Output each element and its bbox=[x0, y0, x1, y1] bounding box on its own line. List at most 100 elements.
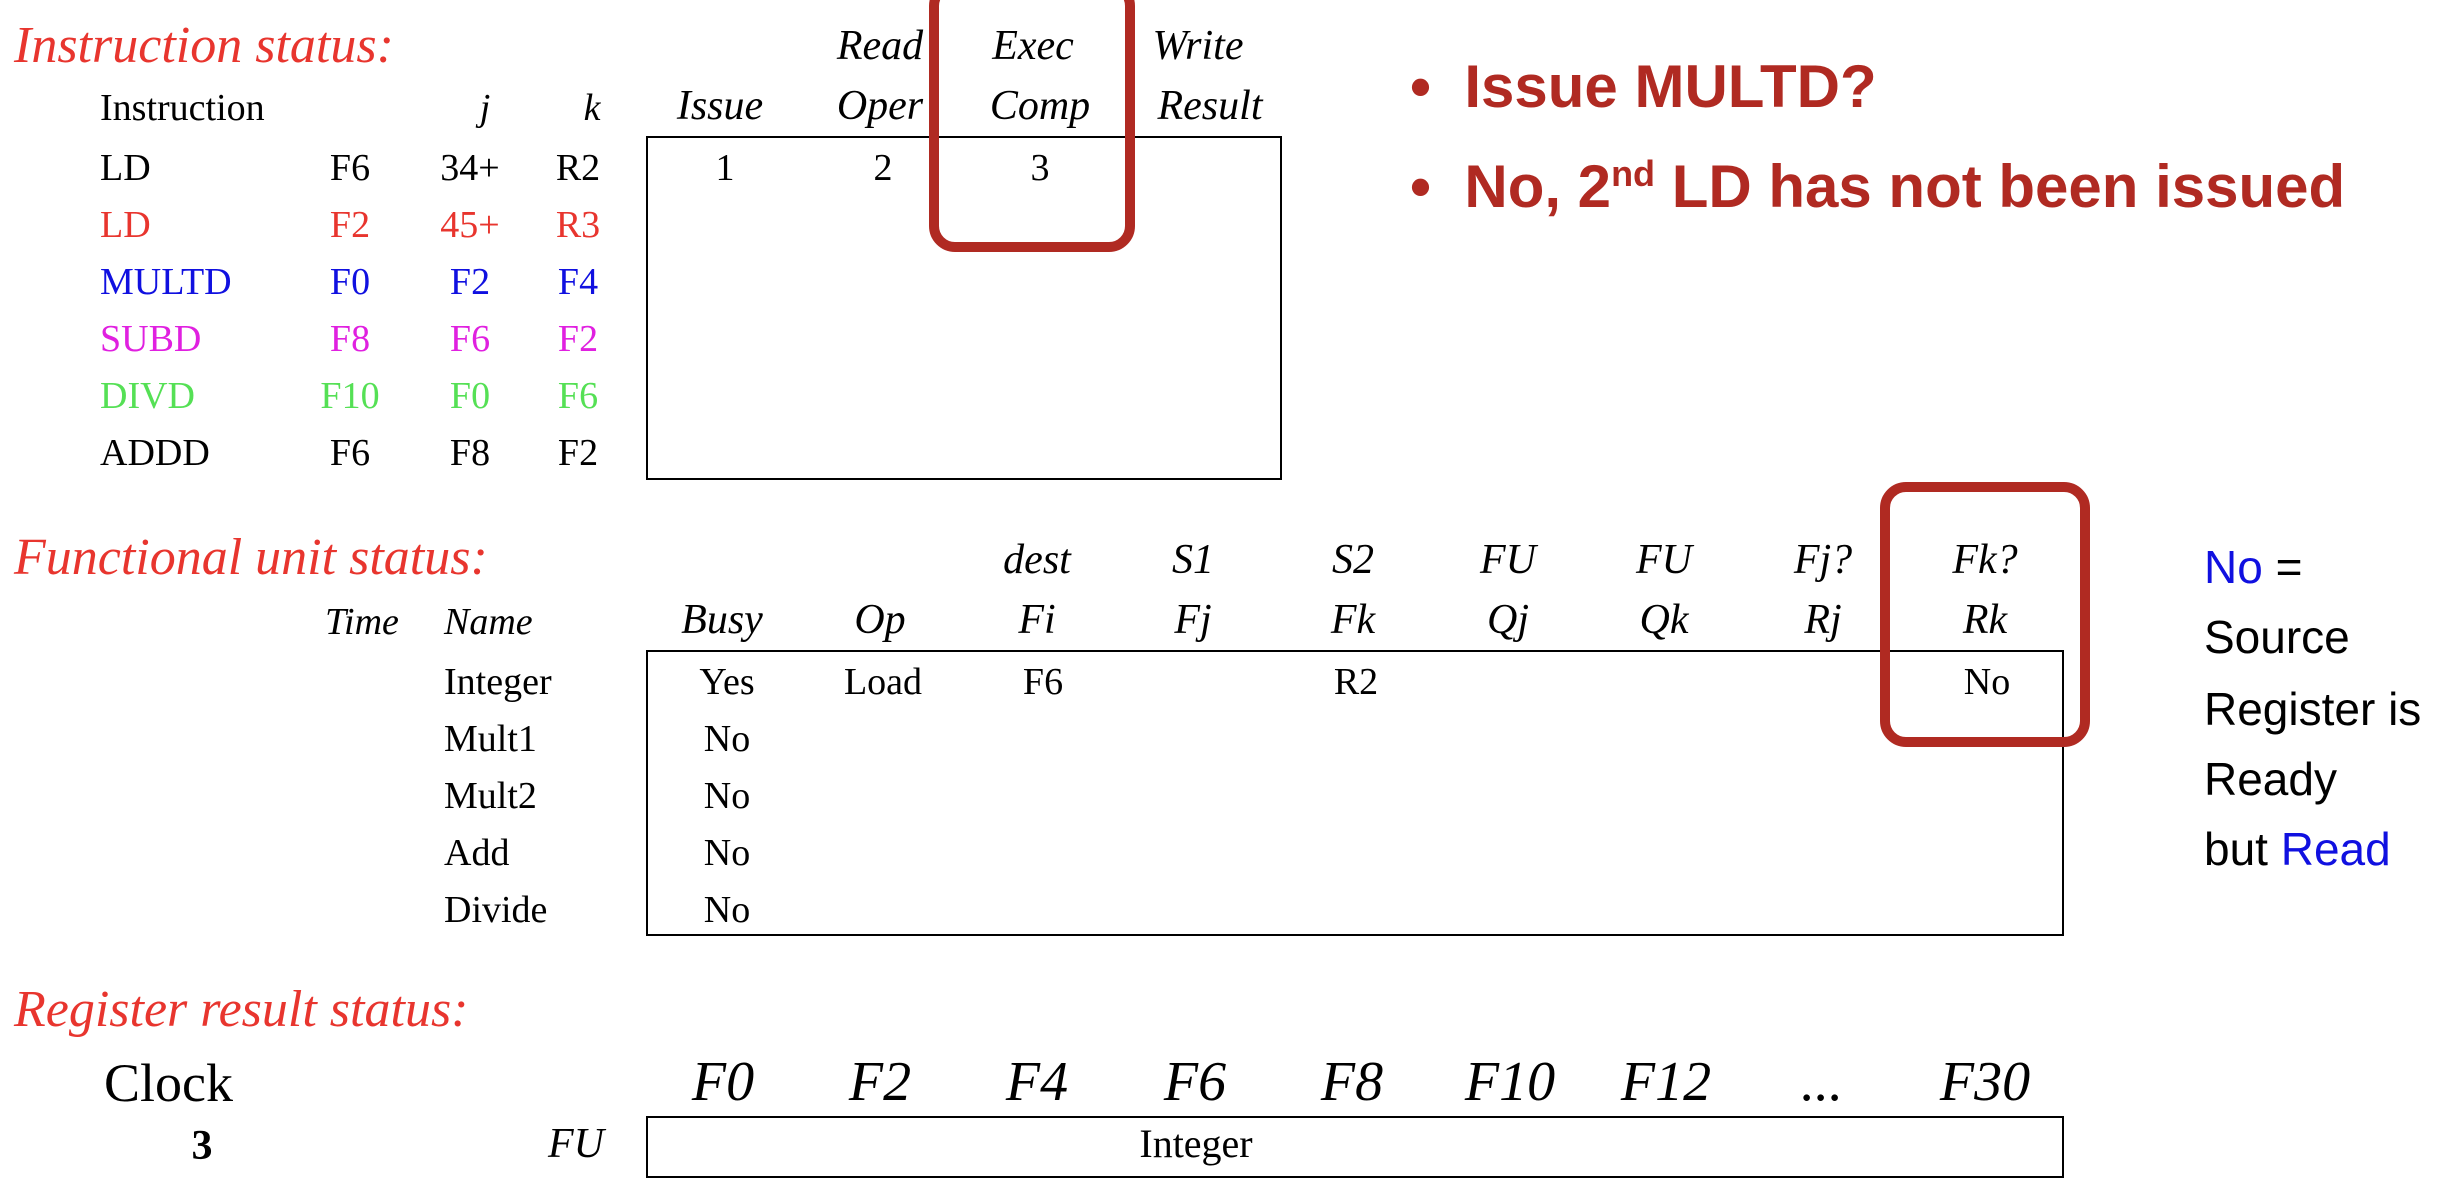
register-header: F30 bbox=[1939, 1051, 2031, 1113]
bullet-dot: • bbox=[1410, 153, 1465, 220]
hdr-instruction: Instruction bbox=[100, 87, 265, 129]
hdr-write-bottom: Result bbox=[1157, 83, 1263, 129]
fu-hdr-s2-top: S2 bbox=[1332, 537, 1374, 583]
register-header: F4 bbox=[1005, 1051, 1069, 1113]
side-note-but: but bbox=[2204, 823, 2281, 875]
side-note-no: No bbox=[2204, 541, 2263, 593]
bullet-2-text-post: LD has not been issued bbox=[1655, 153, 2346, 220]
instr-j: F0 bbox=[449, 375, 491, 417]
instr-op: LD bbox=[100, 147, 151, 189]
functional-unit-status-title: Functional unit status: bbox=[14, 529, 488, 586]
fu-fi: F6 bbox=[1022, 661, 1064, 703]
fu-name: Mult2 bbox=[444, 775, 537, 817]
side-note-line2: Source bbox=[2204, 611, 2350, 663]
register-fu-box bbox=[646, 1116, 2064, 1178]
hdr-read-top: Read bbox=[836, 23, 924, 69]
hdr-exec-bottom: Comp bbox=[989, 83, 1091, 129]
fu-hdr-qj-top: FU bbox=[1480, 537, 1536, 583]
bullet-2-text-pre: No, 2 bbox=[1464, 153, 1612, 220]
exec-comp-highlight bbox=[929, 0, 1135, 252]
fu-busy: No bbox=[703, 718, 751, 760]
fu-busy: No bbox=[703, 889, 751, 931]
fu-hdr-rk-top: Fk? bbox=[1952, 537, 2018, 583]
fu-busy: Yes bbox=[699, 661, 755, 703]
fu-name: Add bbox=[444, 832, 510, 874]
fu-hdr-s1-bottom: Fj bbox=[1174, 597, 1212, 643]
hdr-k: k bbox=[583, 87, 601, 129]
instr-op: MULTD bbox=[100, 261, 232, 303]
register-header: F6 bbox=[1163, 1051, 1227, 1113]
fu-name: Divide bbox=[444, 889, 548, 931]
instr-k: F6 bbox=[557, 375, 599, 417]
fu-fk: R2 bbox=[1333, 661, 1379, 703]
instr-op: ADDD bbox=[100, 432, 210, 474]
fu-busy: No bbox=[703, 775, 751, 817]
instr-j: F2 bbox=[449, 261, 491, 303]
instr-j: F6 bbox=[449, 318, 491, 360]
instr-k: F2 bbox=[557, 432, 599, 474]
fu-hdr-rj-top: Fj? bbox=[1793, 537, 1853, 583]
hdr-read-bottom: Oper bbox=[836, 83, 924, 129]
side-note-line5: but Read bbox=[2204, 822, 2391, 876]
side-note-eq: = bbox=[2262, 541, 2303, 593]
bullet-1-text: Issue MULTD? bbox=[1464, 53, 1877, 120]
instr-k: R3 bbox=[555, 204, 601, 246]
instr-dest: F8 bbox=[329, 318, 371, 360]
clock-value: 3 bbox=[191, 1123, 213, 1169]
side-note-line3: Register is bbox=[2204, 683, 2422, 735]
fu-hdr-time: Time bbox=[325, 601, 399, 643]
fu-hdr-dest-bottom: Fi bbox=[1018, 597, 1056, 643]
fu-hdr-busy: Busy bbox=[681, 597, 763, 643]
instr-read: 2 bbox=[873, 147, 893, 189]
bullet-2: • No, 2nd LD has not been issued bbox=[1410, 152, 2345, 221]
instr-dest: F2 bbox=[329, 204, 371, 246]
instr-dest: F6 bbox=[329, 147, 371, 189]
clock-label: Clock bbox=[104, 1053, 233, 1113]
instr-dest: F0 bbox=[329, 261, 371, 303]
fu-hdr-rk-bottom: Rk bbox=[1962, 597, 2008, 643]
instr-issue: 1 bbox=[715, 147, 735, 189]
register-header: F8 bbox=[1320, 1051, 1384, 1113]
side-note-line1: No = bbox=[2204, 540, 2302, 594]
instr-k: F2 bbox=[557, 318, 599, 360]
instr-op: SUBD bbox=[100, 318, 202, 360]
fk-rk-highlight bbox=[1880, 482, 2090, 747]
instr-k: R2 bbox=[555, 147, 601, 189]
fu-row-label: FU bbox=[548, 1121, 604, 1167]
fu-hdr-s1-top: S1 bbox=[1172, 537, 1214, 583]
instr-op: LD bbox=[100, 204, 151, 246]
fu-hdr-op: Op bbox=[854, 597, 906, 643]
fu-hdr-dest-top: dest bbox=[1003, 537, 1071, 583]
fu-hdr-name: Name bbox=[444, 601, 533, 643]
register-header: F12 bbox=[1620, 1051, 1712, 1113]
fu-name: Integer bbox=[444, 661, 552, 703]
instr-k: F4 bbox=[557, 261, 599, 303]
hdr-exec-top: Exec bbox=[992, 23, 1074, 69]
side-note-line4: Ready bbox=[2204, 753, 2337, 805]
functional-unit-box bbox=[646, 650, 2064, 936]
register-fu-value: Integer bbox=[1139, 1121, 1253, 1166]
fu-op: Load bbox=[843, 661, 923, 703]
instr-op: DIVD bbox=[100, 375, 195, 417]
register-header: F10 bbox=[1464, 1051, 1556, 1113]
register-header: F2 bbox=[848, 1051, 912, 1113]
register-header: ... bbox=[1801, 1051, 1843, 1113]
fu-busy: No bbox=[703, 832, 751, 874]
instr-exec: 3 bbox=[1030, 147, 1050, 189]
fu-hdr-s2-bottom: Fk bbox=[1330, 597, 1376, 643]
fu-rk: No bbox=[1963, 661, 2011, 703]
instr-dest: F6 bbox=[329, 432, 371, 474]
instruction-status-box bbox=[646, 136, 1282, 480]
bullet-2-sup: nd bbox=[1611, 153, 1656, 194]
instr-j: 34+ bbox=[440, 147, 500, 189]
hdr-j: j bbox=[479, 87, 491, 129]
bullet-dot: • bbox=[1410, 53, 1465, 120]
instr-j: 45+ bbox=[440, 204, 500, 246]
instr-dest: F10 bbox=[320, 375, 380, 417]
hdr-write-top: Write bbox=[1152, 23, 1244, 69]
fu-hdr-rj-bottom: Rj bbox=[1804, 597, 1842, 643]
bullet-1: • Issue MULTD? bbox=[1410, 52, 1877, 121]
register-header: F0 bbox=[691, 1051, 755, 1113]
fu-name: Mult1 bbox=[444, 718, 537, 760]
instruction-status-title: Instruction status: bbox=[14, 17, 394, 74]
